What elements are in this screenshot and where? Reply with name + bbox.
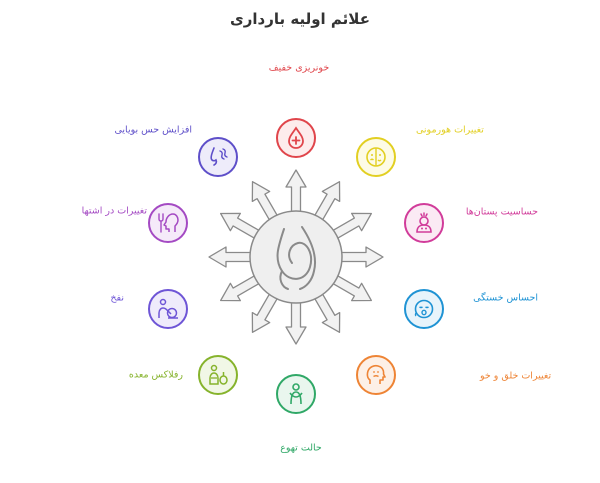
node-fatigue[interactable] bbox=[404, 289, 444, 329]
pregnant-belly-icon bbox=[276, 226, 316, 290]
node-hormonal[interactable] bbox=[356, 137, 396, 177]
sensitive-person-icon bbox=[412, 211, 436, 235]
spoke-arrow bbox=[335, 246, 384, 268]
bloating-person-icon bbox=[156, 297, 180, 321]
mood-head-icon bbox=[364, 363, 388, 387]
label-fatigue: احساس خستگی bbox=[473, 292, 538, 304]
label-breast: حساسیت پستان‌ها bbox=[465, 206, 538, 218]
node-breast[interactable] bbox=[404, 203, 444, 243]
label-hormonal: تغییرات هورمونی bbox=[416, 124, 484, 136]
label-reflux: رفلاکس معده bbox=[128, 369, 183, 381]
label-nausea: حالت تهوع bbox=[280, 442, 322, 454]
spoke-arrow bbox=[285, 296, 307, 345]
node-mood[interactable] bbox=[356, 355, 396, 395]
label-bloating: نفخ bbox=[110, 292, 124, 304]
node-nausea[interactable] bbox=[276, 374, 316, 414]
page-title: علائم اولیه بارداری bbox=[230, 10, 370, 28]
node-bleeding[interactable] bbox=[276, 118, 316, 158]
node-reflux[interactable] bbox=[198, 355, 238, 395]
node-appetite[interactable] bbox=[148, 203, 188, 243]
node-smell[interactable] bbox=[198, 137, 238, 177]
label-appetite: تغییرات در اشتها bbox=[81, 205, 147, 217]
hormone-face-icon bbox=[364, 145, 388, 169]
spoke-arrow bbox=[208, 246, 257, 268]
blood-drop-icon bbox=[284, 126, 308, 150]
appetite-head-icon bbox=[156, 211, 180, 235]
hub-circle bbox=[249, 210, 343, 304]
spoke-arrow bbox=[285, 169, 307, 218]
label-smell: افزایش حس بویایی bbox=[114, 124, 193, 136]
reflux-icon bbox=[206, 363, 230, 387]
node-bloating[interactable] bbox=[148, 289, 188, 329]
label-mood: تغییرات خلق و خو bbox=[480, 370, 552, 382]
label-bleeding: خونریزی خفیف bbox=[268, 62, 330, 74]
nausea-person-icon bbox=[284, 382, 308, 406]
smell-nose-icon bbox=[206, 145, 230, 169]
tired-face-icon bbox=[412, 297, 436, 321]
